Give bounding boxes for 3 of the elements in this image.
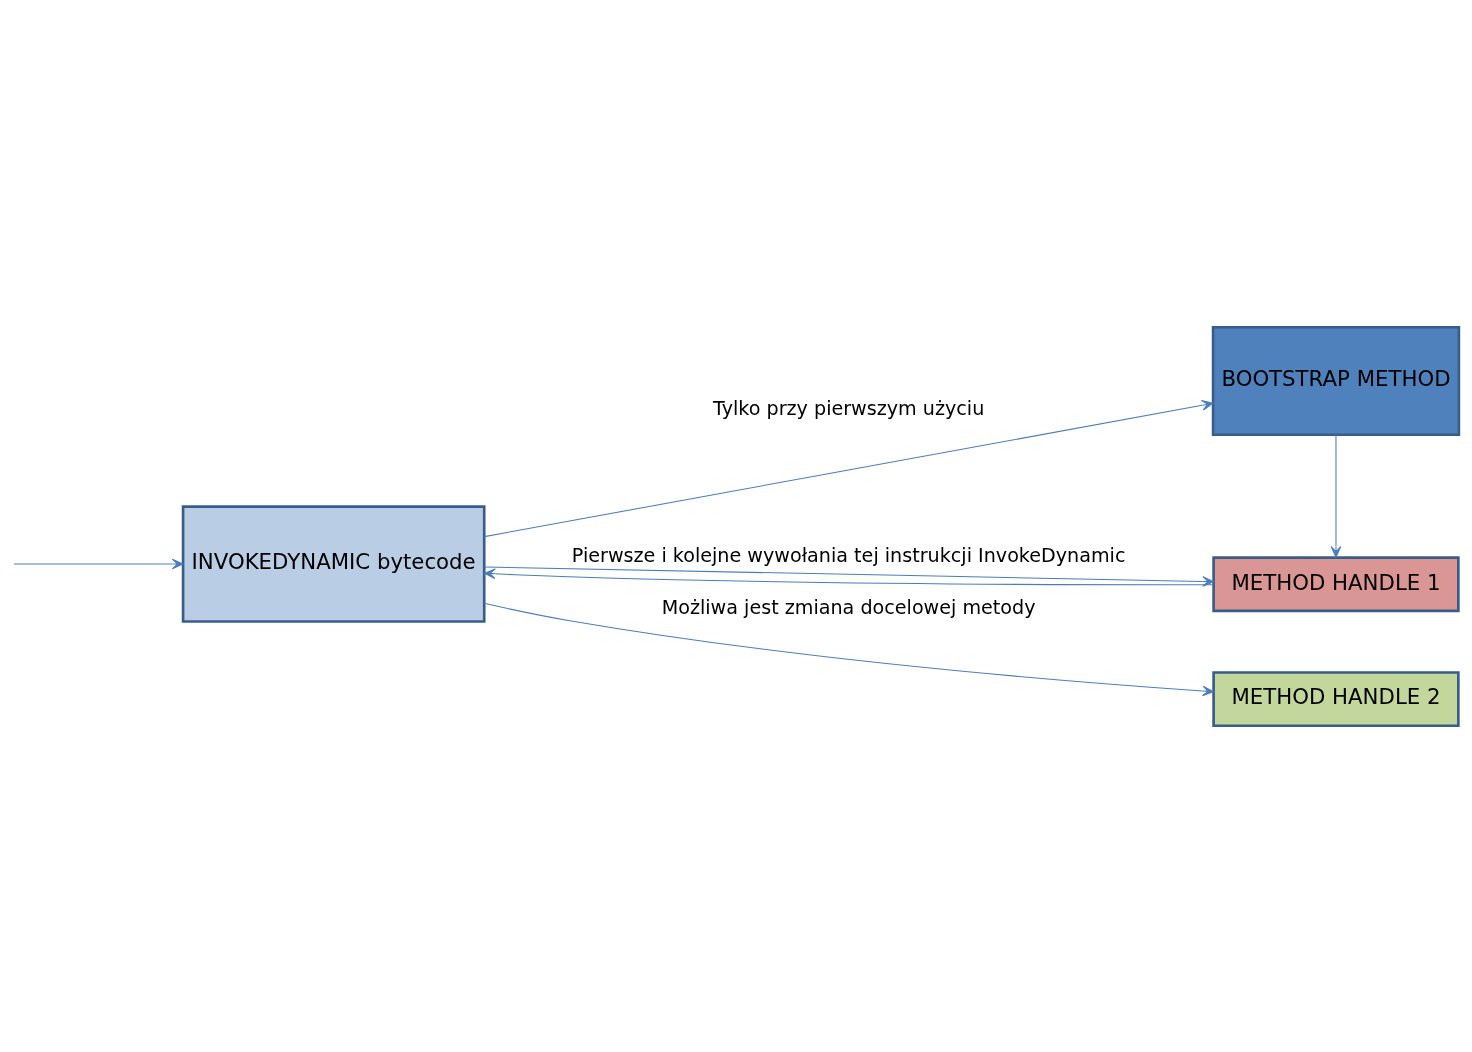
edge-label: Możliwa jest zmiana docelowej metody [661, 595, 1036, 619]
edge-label: Pierwsze i kolejne wywołania tej instrukcji InvokeDynamic [571, 543, 1126, 567]
edge-label: Tylko przy pierwszym użyciu [712, 396, 985, 420]
